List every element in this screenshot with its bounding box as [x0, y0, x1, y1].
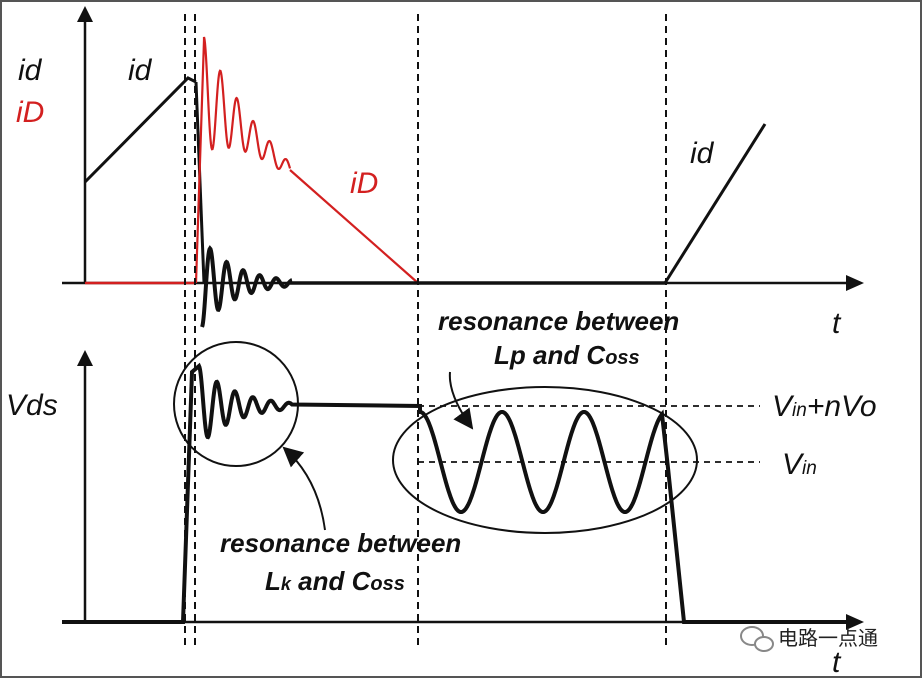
bottom-y-axis-arrow	[77, 350, 93, 366]
curve-label-id-rise: id	[690, 137, 715, 170]
note-lp-line2: Lp and Coss	[494, 340, 640, 370]
curve-label-iD-decay: iD	[350, 167, 378, 200]
pointer-lp	[448, 371, 474, 430]
id-rise	[663, 123, 767, 284]
pointer-lk	[282, 446, 326, 531]
id-ramp	[83, 76, 197, 184]
bottom-x-axis-arrow	[846, 614, 864, 630]
note-lk-line2: Lk and Coss	[265, 566, 405, 596]
level-label-vin: Vin	[782, 448, 817, 481]
watermark: 电路一点通	[740, 626, 878, 652]
watermark-text: 电路一点通	[778, 626, 878, 650]
top-y-axis-arrow	[77, 6, 93, 22]
level-label-vin-nvo: Vin+nVo	[772, 390, 877, 423]
y-label-id: id	[18, 54, 43, 87]
wechat-icon	[740, 626, 774, 652]
note-lp-line1: resonance between	[438, 306, 679, 336]
id-ringing-wave	[200, 245, 293, 328]
curve-label-id-ramp: id	[128, 54, 153, 87]
top-t-label: t	[832, 307, 842, 340]
top-x-axis-arrow	[846, 275, 864, 291]
vds-waveform	[62, 362, 850, 624]
iD-decay	[289, 169, 419, 284]
y-label-vds: Vds	[6, 389, 58, 422]
resonance-circle-lk	[173, 341, 299, 467]
note-lk-line1: resonance between	[220, 528, 461, 558]
iD-ringing-wave	[194, 36, 292, 284]
resonance-ellipse-lp	[392, 386, 698, 534]
bottom-t-label: t	[832, 646, 842, 678]
y-label-iD: iD	[16, 96, 44, 129]
